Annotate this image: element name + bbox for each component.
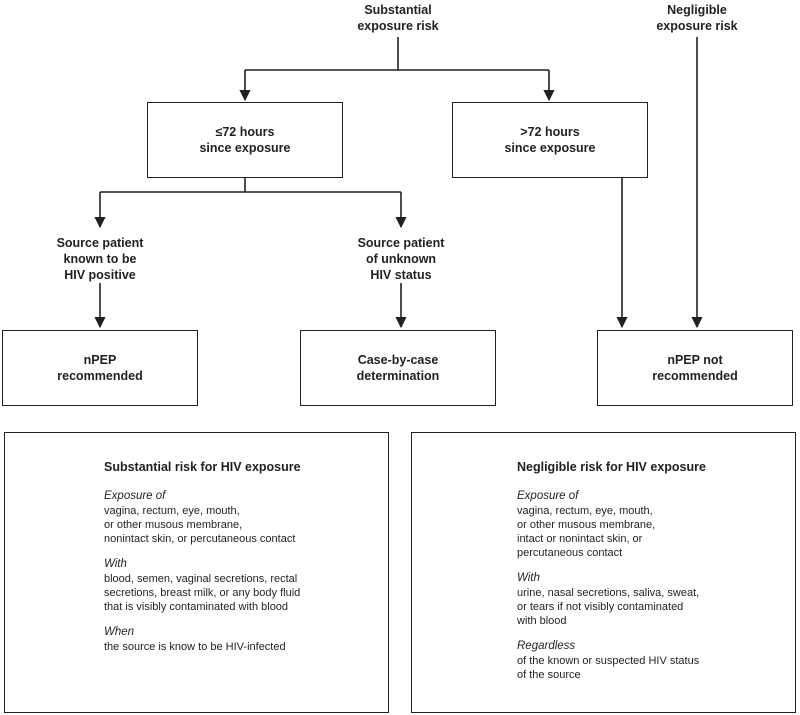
label-negligible-exposure-risk: Negligible exposure risk [617, 2, 777, 34]
label-line: Substantial [364, 3, 432, 17]
panel-title: Negligible risk for HIV exposure [517, 460, 706, 474]
label-line: HIV positive [64, 268, 136, 282]
label-source-hiv-positive: Source patient known to be HIV positive [20, 235, 180, 283]
section-heading: With [104, 558, 127, 570]
label-line: HIV status [370, 268, 432, 282]
box-npep-not-recommended: nPEP not recommended [597, 330, 793, 406]
section-line: that is visibly contaminated with blood [104, 601, 289, 613]
box-line: ≤72 hours [215, 125, 275, 139]
panel-title: Substantial risk for HIV exposure [104, 460, 301, 474]
label-line: Source patient [56, 236, 144, 250]
section-line: secretions, breast milk, or any body flu… [104, 587, 301, 599]
box-line: since exposure [199, 141, 291, 155]
box-within-72-hours: ≤72 hours since exposure [147, 102, 343, 178]
panel-section-exposure: Exposure of vagina, rectum, eye, mouth, … [104, 489, 388, 546]
label-substantial-exposure-risk: Substantial exposure risk [318, 2, 478, 34]
label-source-unknown-status: Source patient of unknown HIV status [321, 235, 481, 283]
section-heading: With [517, 572, 540, 584]
panel-negligible-risk: Negligible risk for HIV exposure Exposur… [411, 432, 796, 713]
section-line: vagina, rectum, eye, mouth, [104, 505, 240, 517]
label-line: of unknown [365, 252, 437, 266]
box-npep-recommended: nPEP recommended [2, 330, 198, 406]
section-heading: Regardless [517, 640, 576, 652]
panel-section-when: When the source is know to be HIV-infect… [104, 625, 388, 654]
section-heading: Exposure of [104, 490, 166, 502]
section-line: with blood [517, 615, 567, 627]
box-over-72-hours: >72 hours since exposure [452, 102, 648, 178]
section-heading: When [104, 626, 135, 638]
box-case-by-case: Case-by-case determination [300, 330, 496, 406]
section-line: the source is know to be HIV-infected [104, 641, 286, 653]
label-line: known to be [63, 252, 137, 266]
label-line: Source patient [357, 236, 445, 250]
section-line: blood, semen, vaginal secretions, rectal [104, 573, 298, 585]
panel-section-exposure: Exposure of vagina, rectum, eye, mouth, … [517, 489, 795, 560]
section-line: urine, nasal secretions, saliva, sweat, [517, 587, 700, 599]
box-line: since exposure [504, 141, 596, 155]
box-line: >72 hours [520, 125, 580, 139]
section-line: or other musous membrane, [104, 519, 243, 531]
box-line: Case-by-case [357, 353, 439, 367]
section-line: or other musous membrane, [517, 519, 656, 531]
section-line: intact or nonintact skin, or [517, 533, 643, 545]
section-line: or tears if not visibly contaminated [517, 601, 684, 613]
section-line: of the source [517, 669, 581, 681]
box-line: recommended [652, 369, 738, 383]
label-line: exposure risk [357, 19, 439, 33]
panel-section-regardless: Regardless of the known or suspected HIV… [517, 639, 795, 682]
section-line: nonintact skin, or percutaneous contact [104, 533, 296, 545]
label-line: Negligible [667, 3, 727, 17]
section-line: of the known or suspected HIV status [517, 655, 700, 667]
section-line: percutaneous contact [517, 547, 623, 559]
panel-substantial-risk: Substantial risk for HIV exposure Exposu… [4, 432, 389, 713]
section-heading: Exposure of [517, 490, 579, 502]
box-line: recommended [57, 369, 143, 383]
box-line: nPEP [83, 353, 117, 367]
panel-section-with: With blood, semen, vaginal secretions, r… [104, 557, 388, 614]
box-line: nPEP not [667, 353, 723, 367]
box-line: determination [356, 369, 440, 383]
panel-section-with: With urine, nasal secretions, saliva, sw… [517, 571, 795, 628]
section-line: vagina, rectum, eye, mouth, [517, 505, 653, 517]
label-line: exposure risk [656, 19, 738, 33]
